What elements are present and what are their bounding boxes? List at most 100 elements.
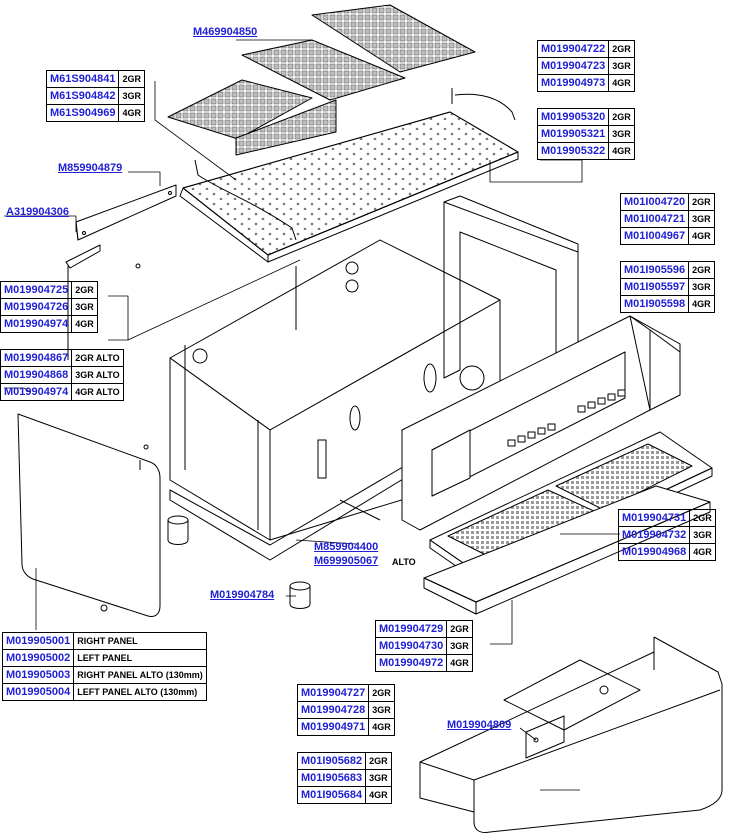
part-code[interactable]: M019905322 — [536, 142, 610, 160]
part-code[interactable]: M019904972 — [374, 654, 448, 672]
part-code[interactable]: M019905320 — [536, 108, 610, 126]
part-code[interactable]: M019904731 — [617, 509, 691, 527]
label-base-bracket[interactable]: M019904809 — [447, 719, 512, 731]
label-bracket[interactable]: A319904306 — [6, 206, 70, 218]
part-code[interactable]: M019904732 — [617, 526, 691, 544]
part-code[interactable]: M019904726 — [0, 298, 73, 316]
variant: 2GR — [368, 684, 395, 702]
variant: 4GR — [118, 104, 145, 122]
cup-grate-group — [167, 4, 476, 156]
back-panel-frame — [443, 195, 579, 421]
part-code[interactable]: M019904727 — [296, 684, 370, 702]
variant: 3GR — [608, 57, 635, 75]
part-code[interactable]: M019904974 — [0, 383, 73, 401]
part-code[interactable]: M019904968 — [617, 543, 691, 561]
label-grate-top[interactable]: M469904850 — [193, 26, 258, 38]
part-code[interactable]: M019905004 — [1, 683, 75, 701]
part-code[interactable]: M019904725 — [0, 281, 73, 299]
part-code[interactable]: M019904867 — [0, 349, 73, 367]
part-code[interactable]: M019904974 — [0, 315, 73, 333]
part-code[interactable]: M01I905596 — [619, 261, 690, 279]
part-code[interactable]: M019905002 — [1, 649, 75, 667]
label-frame-bottom-2[interactable]: M699905067 — [314, 555, 379, 567]
part-code[interactable]: M019904729 — [374, 620, 448, 638]
label-frame-bottom[interactable]: M859904400 — [314, 541, 379, 553]
variant: 4GR — [368, 718, 395, 736]
variant: 3GR — [365, 769, 392, 787]
part-code[interactable]: M019904730 — [374, 637, 448, 655]
variant: 3GR — [368, 701, 395, 719]
part-code[interactable]: M61S904842 — [45, 87, 120, 105]
variant: 4GR — [608, 142, 635, 160]
part-code[interactable]: M01I004967 — [619, 227, 690, 245]
part-code[interactable]: M01I905682 — [296, 752, 367, 770]
variant: 2GR — [118, 70, 145, 88]
part-code[interactable]: M019904722 — [536, 40, 610, 58]
variant: 3GR — [688, 278, 715, 296]
part-code[interactable]: M01I905597 — [619, 278, 690, 296]
part-code[interactable]: M019904728 — [296, 701, 370, 719]
top-tray — [179, 88, 519, 263]
part-code[interactable]: M01I905684 — [296, 786, 367, 804]
label-side-bar[interactable]: M859904879 — [58, 162, 123, 174]
part-code[interactable]: M019905321 — [536, 125, 610, 143]
label-foot[interactable]: M019904784 — [210, 589, 275, 601]
label-frame-bottom-2-tag: ALTO — [392, 557, 416, 567]
part-code[interactable]: M61S904841 — [45, 70, 120, 88]
variant: 3GR — [688, 210, 715, 228]
part-code[interactable]: M01I905683 — [296, 769, 367, 787]
part-code[interactable]: M019904973 — [536, 74, 610, 92]
variant: 3GR — [446, 637, 473, 655]
part-code[interactable]: M019905003 — [1, 666, 75, 684]
feet — [167, 515, 311, 609]
variant: 3GR — [689, 526, 716, 544]
variant: RIGHT PANEL ALTO (130mm) — [73, 666, 207, 684]
variant: 2GR — [608, 40, 635, 58]
variant: 2GR — [608, 108, 635, 126]
part-code[interactable]: M019904971 — [296, 718, 370, 736]
part-code[interactable]: M01I905598 — [619, 295, 690, 313]
variant: LEFT PANEL — [73, 649, 207, 667]
variant: 2GR — [689, 509, 716, 527]
part-code[interactable]: M61S904969 — [45, 104, 120, 122]
part-code[interactable]: M019905001 — [1, 632, 75, 650]
part-code[interactable]: M01I004721 — [619, 210, 690, 228]
side-panel — [17, 413, 161, 617]
part-code[interactable]: M019904723 — [536, 57, 610, 75]
part-code[interactable]: M019904868 — [0, 366, 73, 384]
variant: 4GR — [446, 654, 473, 672]
part-code[interactable]: M01I004720 — [619, 193, 690, 211]
